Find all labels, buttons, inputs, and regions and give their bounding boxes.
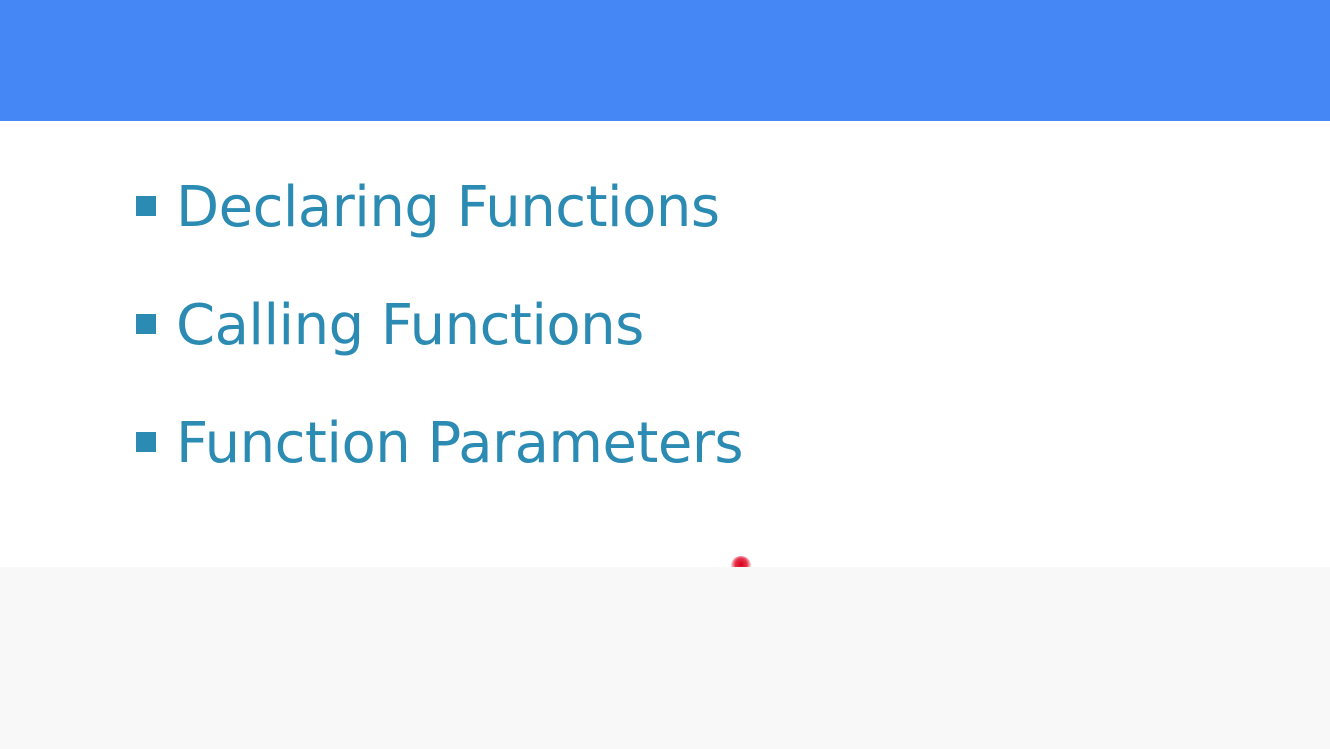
bullet-text: Calling Functions (176, 293, 644, 358)
laser-pointer-icon (731, 556, 751, 568)
bullet-text: Function Parameters (176, 411, 744, 476)
square-bullet-icon (136, 314, 156, 334)
bottom-panel (0, 567, 1330, 749)
slide-header-bar (0, 0, 1330, 121)
bullet-text: Declaring Functions (176, 175, 720, 240)
square-bullet-icon (136, 196, 156, 216)
square-bullet-icon (136, 432, 156, 452)
slide-content: Declaring Functions Calling Functions Fu… (0, 121, 1330, 567)
